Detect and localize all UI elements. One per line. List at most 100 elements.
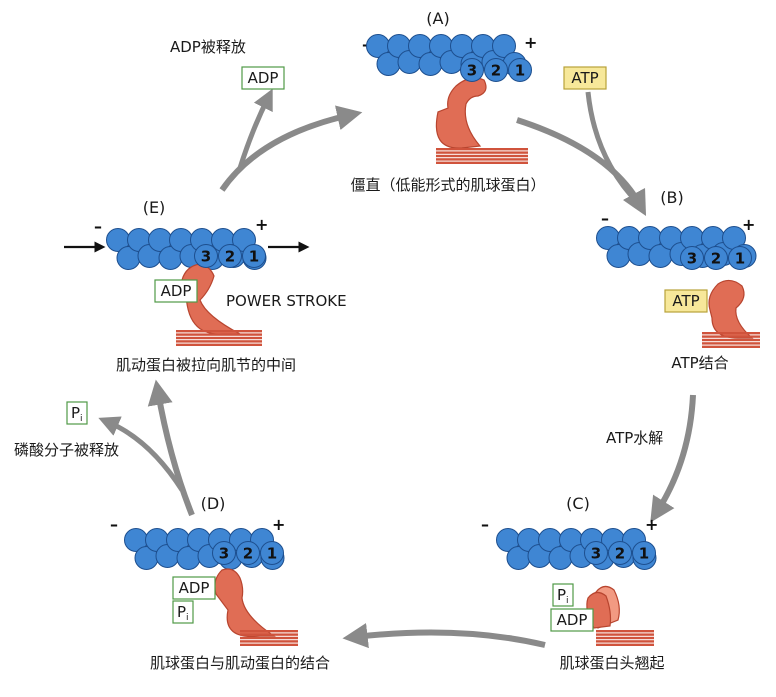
- thick-filament: [240, 630, 298, 646]
- atp-box-label: ATP: [672, 292, 699, 310]
- binding-site-bead: [236, 541, 260, 565]
- arrow-adp-out: [237, 88, 273, 169]
- thick-filament-line: [240, 643, 298, 646]
- binding-site-bead: [584, 541, 608, 565]
- binding-site-number: 2: [243, 545, 253, 563]
- arrow-atp-in: [585, 91, 642, 207]
- binding-site-number: 1: [267, 545, 277, 563]
- pi-released-label: Pi: [71, 404, 83, 424]
- adp-box: [154, 279, 198, 303]
- atp-input-label: ATP: [571, 69, 598, 87]
- binding-site-number: 1: [515, 62, 525, 80]
- thick-filament-line: [596, 630, 654, 633]
- thick-filament-line: [176, 340, 262, 343]
- thick-filament-line: [436, 154, 528, 158]
- stage-b-plus-sign: +: [742, 215, 755, 234]
- binding-site-bead: [260, 541, 284, 565]
- pi-box: [172, 600, 194, 624]
- binding-site-number: 2: [225, 248, 235, 266]
- binding-site-number: 1: [735, 250, 745, 268]
- adp-released: ADP被释放 ADP: [170, 38, 285, 90]
- binding-site-number: 3: [591, 545, 601, 563]
- pi-subscript: i: [80, 414, 83, 424]
- myosin-head: [435, 77, 487, 149]
- stage-d-caption: 肌球蛋白与肌动蛋白的结合: [150, 654, 330, 672]
- actin-filament: [124, 528, 285, 570]
- stage-d-minus-sign: –: [110, 515, 118, 534]
- pi-box-label: Pi: [557, 586, 569, 606]
- binding-site-bead: [608, 541, 632, 565]
- stage-d-label: (D): [201, 494, 226, 513]
- thick-filament-line: [702, 332, 760, 335]
- binding-site-bead: [212, 541, 236, 565]
- thick-filament-line: [596, 643, 654, 646]
- binding-site-bead: [194, 244, 218, 268]
- arrow-b-to-c: [650, 394, 696, 523]
- stage-a-caption: 僵直（低能形式的肌球蛋白）: [350, 176, 545, 194]
- stage-e-caption: 肌动蛋白被拉向肌节的中间: [116, 356, 296, 374]
- pi-box: [552, 583, 574, 607]
- thick-filament-line: [176, 333, 262, 336]
- pi-subscript: i: [566, 596, 569, 606]
- thick-filament-line: [436, 151, 528, 154]
- binding-site-bead: [704, 246, 728, 270]
- stage-c-label: (C): [566, 494, 590, 513]
- binding-site-bead: [460, 58, 484, 82]
- stage-b-label: (B): [660, 188, 683, 207]
- thick-filament: [436, 148, 528, 164]
- binding-site-number: 3: [467, 62, 477, 80]
- phosphate-released-label: 磷酸分子被释放: [14, 441, 119, 459]
- binding-site-number: 2: [491, 62, 501, 80]
- thick-filament-line: [702, 338, 760, 342]
- adp-box-label: ADP: [179, 579, 210, 597]
- stage-c-minus-sign: –: [481, 515, 489, 534]
- actin-filament: [496, 528, 657, 570]
- stage-a-minus-sign: –: [362, 35, 370, 54]
- arrow-e-to-a: [219, 105, 363, 192]
- pi-box-label: Pi: [177, 603, 189, 623]
- binding-site-number: 2: [615, 545, 625, 563]
- adp-released-box-label: ADP: [248, 69, 279, 87]
- thick-filament: [702, 332, 760, 348]
- arrow-a-to-b: [516, 117, 647, 217]
- atp-input-box: [563, 66, 607, 90]
- thick-filament-line: [436, 161, 528, 164]
- pi-base: P: [557, 586, 566, 604]
- stage-e-minus-sign: –: [94, 217, 102, 236]
- thick-filament-line: [596, 640, 654, 643]
- thick-filament: [596, 630, 654, 646]
- pi-base: P: [177, 603, 186, 621]
- thick-filament-line: [436, 158, 528, 161]
- binding-site-bead: [508, 58, 532, 82]
- thick-filament-line: [176, 343, 262, 346]
- thick-filament-line: [702, 345, 760, 348]
- thick-filament-line: [240, 640, 298, 643]
- stage-d-plus-sign: +: [272, 515, 285, 534]
- actin-filament: [106, 228, 267, 270]
- pi-subscript: i: [186, 613, 189, 623]
- thick-filament-line: [240, 633, 298, 636]
- actin-filament: [366, 34, 527, 76]
- myosin-head: [708, 279, 754, 339]
- cycle-arrows: [98, 88, 696, 649]
- stage-c-plus-sign: +: [645, 515, 658, 534]
- binding-site-number: 3: [201, 248, 211, 266]
- stage-b-caption: ATP结合: [671, 354, 728, 372]
- thick-filament-line: [176, 336, 262, 340]
- adp-released-box: [241, 66, 285, 90]
- thick-filament: [176, 330, 262, 346]
- adp-box: [550, 608, 594, 632]
- binding-site-number: 3: [687, 250, 697, 268]
- arrow-d-to-e: [147, 379, 195, 517]
- adp-box-label: ADP: [557, 611, 588, 629]
- pi-base: P: [71, 404, 80, 422]
- binding-site-bead: [242, 244, 266, 268]
- binding-site-bead: [484, 58, 508, 82]
- adp-box: [172, 576, 216, 600]
- binding-site-number: 2: [711, 250, 721, 268]
- binding-site-number: 1: [249, 248, 259, 266]
